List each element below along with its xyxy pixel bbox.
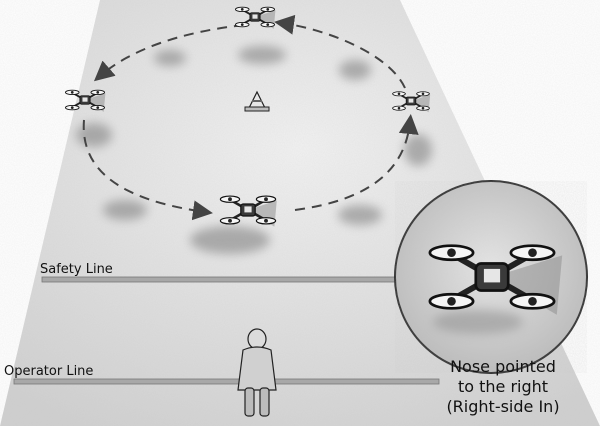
drone-left-icon [64,89,106,112]
safety-line-label: Safety Line [40,262,113,277]
flight-path [82,14,419,221]
operator-line-label: Operator Line [4,364,93,379]
traffic-cone-icon [244,90,270,112]
drone-top-icon [234,6,276,29]
ground-shadows [76,46,432,254]
caption: Nose pointed to the right (Right-side In… [446,357,559,416]
drone-closeup-icon [430,246,563,315]
caption-line-3: (Right-side In) [446,397,559,416]
person-icon [237,328,277,417]
zoom-inset [394,180,588,374]
operator-line: Operator Line [4,364,440,385]
drone-front-icon [219,194,277,227]
caption-line-1: Nose pointed [450,357,556,376]
drone-right-icon [391,90,431,113]
caption-line-2: to the right [458,377,548,396]
